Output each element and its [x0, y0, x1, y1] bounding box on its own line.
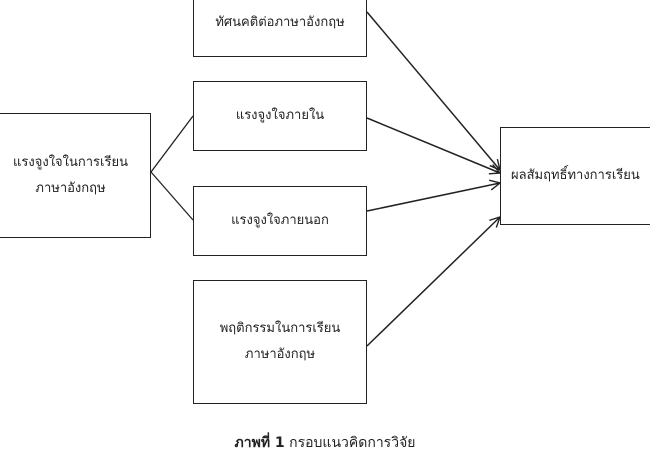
link-motivation-internal	[150, 115, 194, 173]
box-external-motivation: แรงจูงใจภายนอก	[193, 186, 367, 256]
box-learning-motivation: แรงจูงใจในการเรียน ภาษาอังกฤษ	[0, 113, 151, 238]
box-attitude-label: ทัศนคติต่อภาษาอังกฤษ	[215, 14, 345, 30]
box-motivation-line-2: ภาษาอังกฤษ	[35, 180, 106, 196]
box-external-label: แรงจูงใจภายนอก	[231, 213, 329, 228]
box-achievement: ผลสัมฤทธิ์ทางการเรียน	[500, 127, 650, 225]
caption-text: กรอบแนวคิดการวิจัย	[289, 435, 416, 451]
arrow-behavior-result	[366, 217, 500, 347]
box-result-label: ผลสัมฤทธิ์ทางการเรียน	[511, 168, 640, 183]
box-behavior-line-2: ภาษาอังกฤษ	[244, 347, 316, 362]
caption-label: ภาพที่ 1	[234, 435, 285, 451]
arrow-internal-result	[366, 117, 500, 173]
arrow-attitude-result	[366, 11, 500, 170]
box-internal-label: แรงจูงใจภายใน	[235, 108, 325, 123]
figure-caption: ภาพที่ 1 กรอบแนวคิดการวิจัย	[0, 432, 650, 454]
box-learning-behavior: พฤติกรรมในการเรียน ภาษาอังกฤษ	[193, 280, 367, 404]
link-motivation-external	[150, 171, 194, 221]
box-motivation-line-1: แรงจูงใจในการเรียน	[13, 154, 128, 170]
box-behavior-line-1: พฤติกรรมในการเรียน	[219, 321, 341, 336]
arrow-external-result	[366, 183, 500, 212]
box-attitude: ทัศนคติต่อภาษาอังกฤษ	[193, 0, 367, 57]
box-internal-motivation: แรงจูงใจภายใน	[193, 81, 367, 151]
